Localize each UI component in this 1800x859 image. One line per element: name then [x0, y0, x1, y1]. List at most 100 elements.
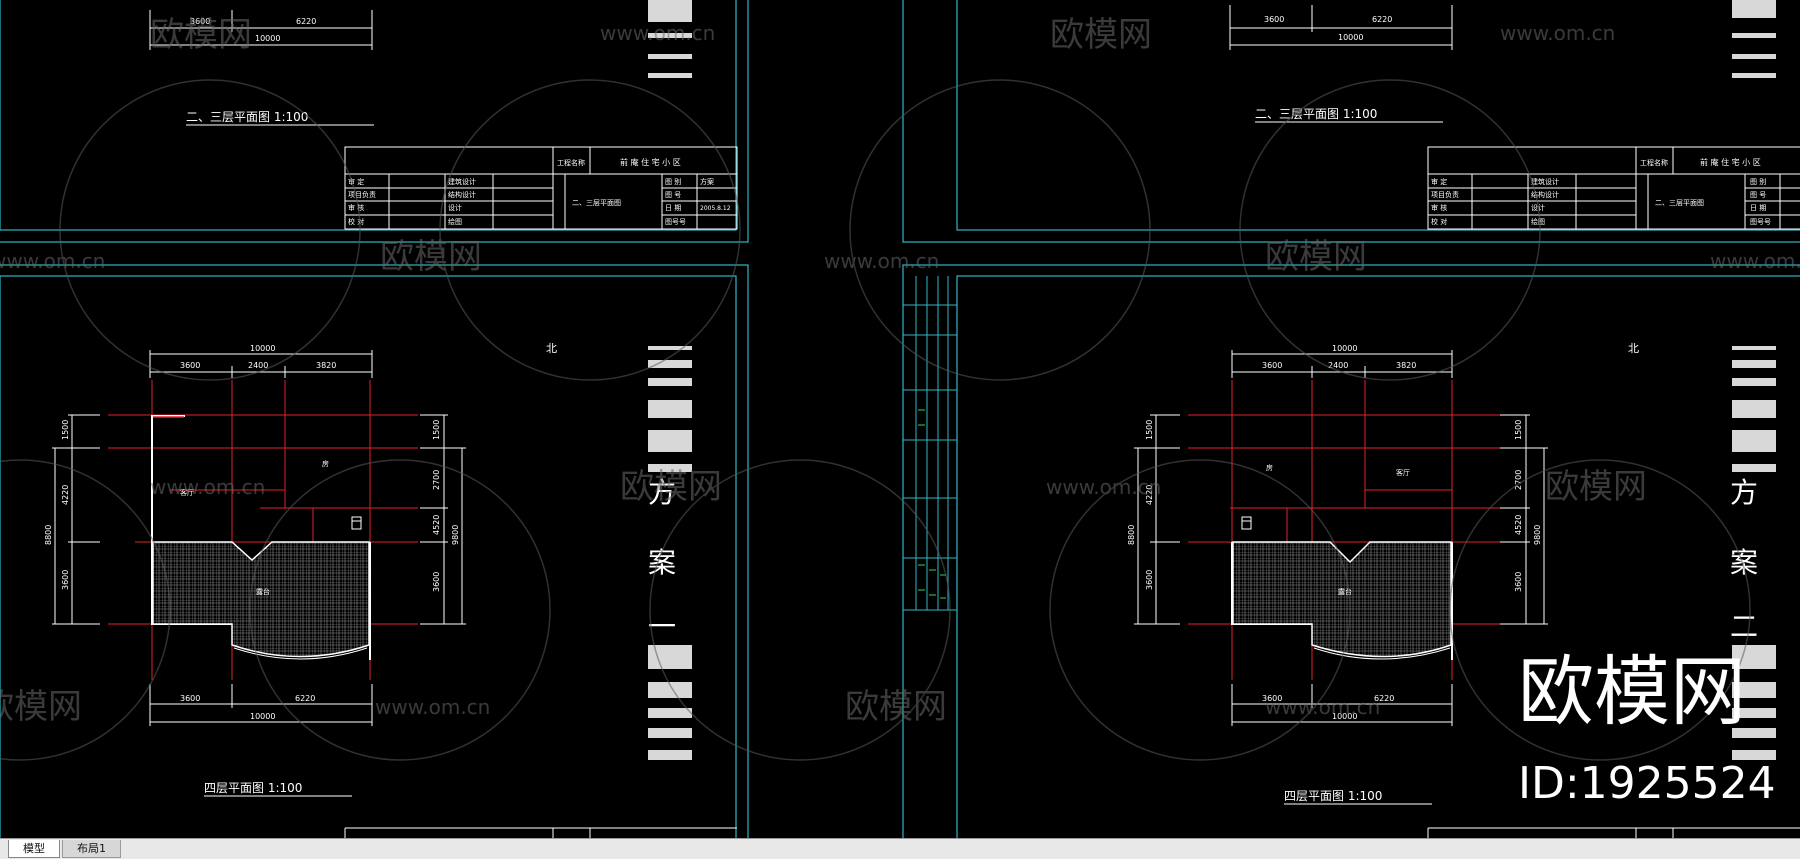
bl-dim-right-4: 3600 [432, 572, 441, 592]
bl-scheme-1: 方 [648, 476, 676, 509]
tl-row1-label: 审 定 [348, 177, 364, 186]
bottom-left-sheet: 北 10000 3600 2400 3820 1500 4220 3600 88… [44, 342, 737, 838]
br-terrace-hatch [1232, 541, 1452, 658]
tr-r2-label: 图 号 [1750, 191, 1766, 199]
wm-brand-7: 欧模网 [0, 687, 82, 727]
top-right-dim-total: 10000 [1338, 33, 1363, 42]
wm-url-8: www.om.cn [375, 695, 490, 719]
tr-drawing-name: 二、三层平面图 [1655, 199, 1704, 207]
br-scheme-1: 方 [1730, 476, 1758, 509]
tl-project-name: 前 庵 住 宅 小 区 [620, 157, 681, 167]
wm-brand-3: 欧模网 [380, 237, 482, 277]
top-right-dim-2: 6220 [1372, 15, 1392, 24]
bl-room-bed: 房 [322, 459, 329, 468]
watermark-layer: 欧模网 www.om.cn 欧模网 www.om.cn www.om.cn 欧模… [0, 15, 1800, 761]
br-dim-left-2: 4220 [1145, 485, 1154, 505]
wm-big-id: ID:1925524 [1518, 758, 1776, 809]
bl-dim-right-1: 1500 [432, 420, 441, 440]
wm-brand-6: 欧模网 [1545, 467, 1647, 507]
bl-room-terrace: 露台 [256, 587, 270, 596]
tr-row1-value: 建筑设计 [1531, 177, 1559, 186]
tl-r3-label: 日 期 [665, 204, 681, 212]
br-scheme-2: 案 [1730, 546, 1758, 579]
br-dim-left-3: 3600 [1145, 570, 1154, 590]
sheet-frames [0, 0, 1800, 838]
br-plan-title: 四层平面图 1:100 [1284, 789, 1382, 803]
tr-r3-label: 日 期 [1750, 204, 1766, 212]
br-dim-top-total: 10000 [1332, 344, 1357, 353]
br-dim-right-2: 2700 [1514, 470, 1523, 490]
bl-dim-right-total: 9800 [451, 525, 460, 545]
bl-dim-right-3: 4520 [432, 515, 441, 535]
br-scheme-3: 二 [1730, 610, 1758, 643]
tl-project-label: 工程名称 [557, 158, 585, 167]
bl-dim-right-2: 2700 [432, 470, 441, 490]
top-right-dim-1: 3600 [1264, 15, 1284, 24]
br-north-label: 北 [1628, 342, 1639, 355]
bl-terrace-hatch [152, 541, 370, 658]
tr-project-label: 工程名称 [1640, 158, 1668, 167]
wm-url-6: www.om.cn [150, 475, 265, 499]
tab-layout1[interactable]: 布局1 [62, 840, 121, 858]
tr-row2-label: 项目负责 [1431, 190, 1459, 199]
wm-brand-8: 欧模网 [845, 687, 947, 727]
top-left-dim-1: 3600 [190, 17, 210, 26]
br-dim-top-3: 3820 [1396, 361, 1416, 370]
bl-dim-left-2: 4220 [61, 485, 70, 505]
br-room-terrace: 露台 [1338, 587, 1352, 596]
cad-drawing-canvas[interactable]: 3600 6220 10000 二、三层平面图 1:100 [0, 0, 1800, 838]
tl-row4-label: 校 对 [348, 217, 364, 226]
bl-dim-left-1: 1500 [61, 420, 70, 440]
top-left-titleblock [344, 146, 738, 230]
wm-brand-4: 欧模网 [1265, 237, 1367, 277]
tab-model[interactable]: 模型 [8, 840, 60, 858]
br-dim-right-4: 3600 [1514, 572, 1523, 592]
tl-r1-value: 方案 [700, 177, 714, 186]
top-left-plan-title: 二、三层平面图 1:100 [186, 110, 308, 124]
tl-r4-label: 图号号 [665, 218, 686, 226]
tl-row2-label: 项目负责 [348, 190, 376, 199]
br-room-bed: 房 [1266, 463, 1273, 472]
watermark-id-block: 欧模网 ID:1925524 [1518, 647, 1776, 809]
top-left-dim-total: 10000 [255, 34, 280, 43]
bl-dim-left-total: 8800 [44, 525, 53, 545]
wm-url-2: www.om.cn [1500, 21, 1615, 45]
wm-url-1: www.om.cn [600, 21, 715, 45]
top-right-titleblock [1427, 146, 1800, 230]
bl-room-living: 客厅 [180, 488, 194, 497]
wm-brand-2: 欧模网 [1050, 15, 1152, 55]
br-dim-top-2: 2400 [1328, 361, 1348, 370]
layout-tab-bar: 模型 布局1 [0, 838, 1800, 859]
br-dim-right-3: 4520 [1514, 515, 1523, 535]
br-dim-right-1: 1500 [1514, 420, 1523, 440]
br-dim-bottom-total: 10000 [1332, 712, 1357, 721]
wm-big-brand: 欧模网 [1518, 647, 1746, 736]
wm-url-5: www.om.cn [1710, 249, 1800, 273]
bl-dim-bottom-total: 10000 [250, 712, 275, 721]
tl-row2-value: 结构设计 [448, 190, 476, 199]
tr-r1-label: 图 别 [1750, 177, 1766, 186]
tl-drawing-name: 二、三层平面图 [572, 199, 621, 207]
wm-brand-1: 欧模网 [150, 15, 252, 55]
tl-row3-label: 审 核 [348, 203, 364, 212]
top-left-dim-2: 6220 [296, 17, 316, 26]
br-dim-bottom-2: 6220 [1374, 694, 1394, 703]
top-right-plan-title: 二、三层平面图 1:100 [1255, 107, 1377, 121]
wm-url-3: www.om.cn [0, 249, 105, 273]
top-right-sheet: 3600 6220 10000 二、三层平面图 1:100 [1229, 0, 1800, 230]
tl-row1-value: 建筑设计 [448, 177, 476, 186]
tl-row4-value: 绘图 [448, 217, 462, 226]
tl-r3-value: 2005.8.12 [700, 205, 731, 212]
bl-north-label: 北 [546, 342, 557, 355]
tl-r2-label: 图 号 [665, 191, 681, 199]
bl-dim-top-2: 2400 [248, 361, 268, 370]
br-dim-left-total: 8800 [1127, 525, 1136, 545]
tr-project-name: 前 庵 住 宅 小 区 [1700, 157, 1761, 167]
bl-dim-bottom-1: 3600 [180, 694, 200, 703]
tl-row3-value: 设计 [448, 203, 462, 212]
br-dim-top-1: 3600 [1262, 361, 1282, 370]
wm-url-4: www.om.cn [824, 249, 939, 273]
tr-r4-label: 图号号 [1750, 218, 1771, 226]
sheet-side-strip [903, 276, 958, 611]
br-room-living: 客厅 [1396, 468, 1410, 477]
